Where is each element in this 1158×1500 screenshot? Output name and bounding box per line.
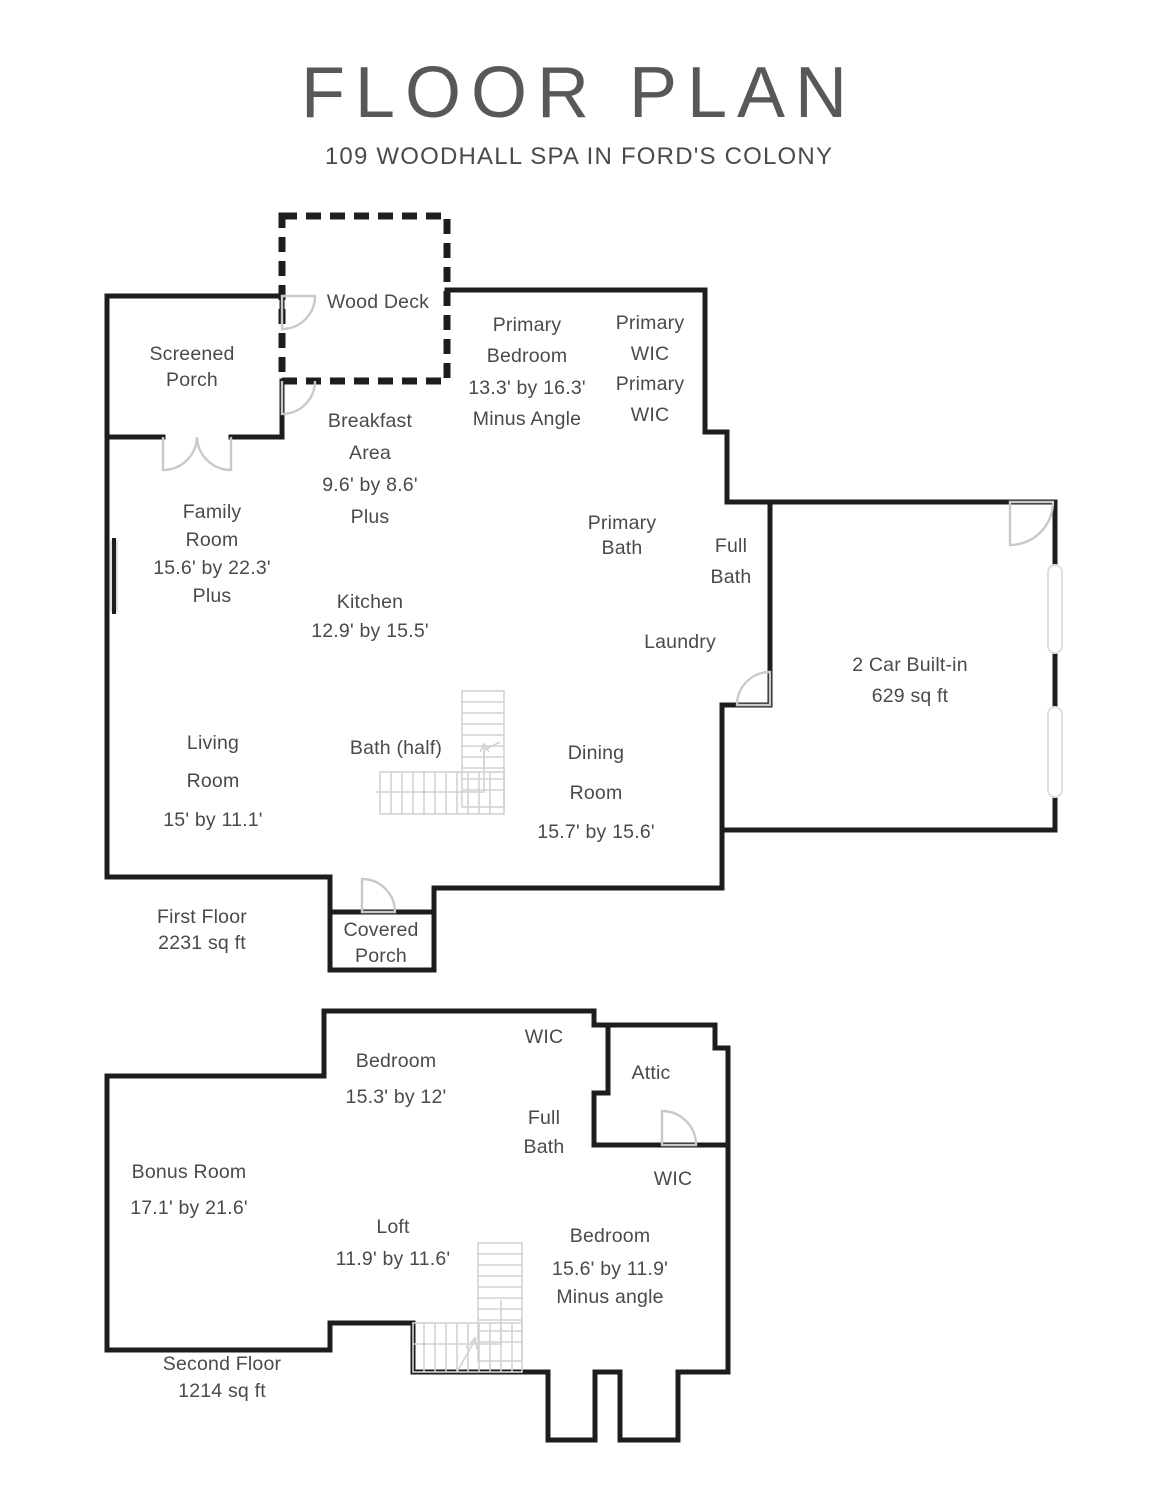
label-breakfast-2: Area xyxy=(349,442,391,464)
label-wood-deck: Wood Deck xyxy=(327,291,429,313)
label-primary-bath-1: Primary xyxy=(588,512,657,534)
label-sf-bonus-room-1: Bonus Room xyxy=(132,1161,247,1183)
attic-door-swing xyxy=(660,1109,698,1147)
label-full-bath-1: Full xyxy=(715,535,747,557)
label-second-floor-area-2: 1214 sq ft xyxy=(178,1380,266,1402)
label-sf-bonus-room-2: 17.1' by 21.6' xyxy=(130,1197,248,1219)
wood-deck-outline xyxy=(278,212,451,385)
label-primary-wic-a1: Primary xyxy=(616,312,685,334)
label-sf-bedroom-a1: Bedroom xyxy=(356,1050,437,1072)
label-screened-porch-2: Porch xyxy=(166,369,218,391)
page-title: FLOOR PLAN xyxy=(300,53,858,133)
label-primary-bedroom-2: Bedroom xyxy=(487,345,568,367)
label-garage-1: 2 Car Built-in xyxy=(852,654,968,676)
label-sf-full-bath-2: Bath xyxy=(524,1136,565,1158)
label-primary-wic-b2: WIC xyxy=(631,404,670,426)
label-bath-half: Bath (half) xyxy=(350,737,442,759)
label-dining-room-1: Dining xyxy=(568,742,624,764)
label-first-floor-area-1: First Floor xyxy=(157,906,247,928)
page-subtitle: 109 WOODHALL SPA IN FORD'S COLONY xyxy=(324,143,834,170)
label-primary-bedroom-4: Minus Angle xyxy=(473,408,581,430)
first-floor-group: Wood Deck Screened Porch Breakfast Area … xyxy=(104,212,1063,973)
label-sf-loft-2: 11.9' by 11.6' xyxy=(336,1248,451,1270)
label-breakfast-3: 9.6' by 8.6' xyxy=(322,474,418,496)
label-dining-room-3: 15.7' by 15.6' xyxy=(537,821,655,843)
label-sf-loft-1: Loft xyxy=(376,1216,410,1238)
label-living-room-3: 15' by 11.1' xyxy=(163,809,262,831)
label-family-room-2: Room xyxy=(186,529,239,551)
label-first-floor-area-2: 2231 sq ft xyxy=(158,932,246,954)
label-kitchen-2: 12.9' by 15.5' xyxy=(311,620,429,642)
label-primary-wic-b1: Primary xyxy=(616,373,685,395)
second-floor-bay-outline xyxy=(545,1369,731,1443)
label-sf-bedroom-a2: 15.3' by 12' xyxy=(346,1086,447,1108)
label-sf-bedroom-b2: 15.6' by 11.9' xyxy=(552,1258,668,1280)
breakfast-door-swing xyxy=(280,380,317,416)
label-sf-bedroom-b1: Bedroom xyxy=(570,1225,651,1247)
garage-window-lower xyxy=(1047,706,1063,798)
label-family-room-3: 15.6' by 22.3' xyxy=(153,557,271,579)
label-second-floor-area-1: Second Floor xyxy=(163,1353,282,1375)
label-breakfast-4: Plus xyxy=(351,506,390,528)
label-living-room-2: Room xyxy=(187,770,240,792)
garage-door-swing xyxy=(1008,500,1055,547)
label-sf-wic-right: WIC xyxy=(654,1168,693,1190)
laundry-door-swing xyxy=(735,670,772,707)
label-primary-bedroom-1: Primary xyxy=(493,314,562,336)
first-floor-stairs xyxy=(376,690,505,815)
label-full-bath-2: Bath xyxy=(711,566,752,588)
label-sf-wic-top: WIC xyxy=(525,1026,564,1048)
label-sf-full-bath-1: Full xyxy=(528,1107,560,1129)
label-covered-porch-2: Porch xyxy=(355,945,407,967)
label-covered-porch-1: Covered xyxy=(343,919,418,941)
label-primary-wic-a2: WIC xyxy=(631,343,670,365)
second-floor-group: Bedroom 15.3' by 12' WIC Attic Full Bath… xyxy=(104,1008,731,1443)
label-primary-bath-2: Bath xyxy=(602,537,643,559)
label-screened-porch-1: Screened xyxy=(149,343,234,365)
label-kitchen-1: Kitchen xyxy=(337,591,403,613)
covered-porch-door-swing xyxy=(360,877,397,914)
label-primary-bedroom-3: 13.3' by 16.3' xyxy=(468,377,586,399)
covered-porch-outline xyxy=(327,909,437,973)
label-dining-room-2: Room xyxy=(570,782,623,804)
label-family-room-1: Family xyxy=(183,501,242,523)
label-family-room-4: Plus xyxy=(193,585,232,607)
garage-window-upper xyxy=(1047,564,1063,654)
attic-outline xyxy=(591,1008,731,1148)
label-breakfast-1: Breakfast xyxy=(328,410,413,432)
deck-door-swing xyxy=(280,294,317,331)
label-sf-attic: Attic xyxy=(632,1062,671,1084)
second-floor-stairs xyxy=(412,1242,523,1373)
label-laundry: Laundry xyxy=(644,631,716,653)
label-garage-2: 629 sq ft xyxy=(872,685,949,707)
label-living-room-1: Living xyxy=(187,732,239,754)
porch-door-swing-right xyxy=(195,436,233,472)
porch-door-swing-left xyxy=(161,436,199,472)
second-floor-outline-main xyxy=(104,1008,597,1079)
label-sf-bedroom-b3: Minus angle xyxy=(556,1286,663,1308)
